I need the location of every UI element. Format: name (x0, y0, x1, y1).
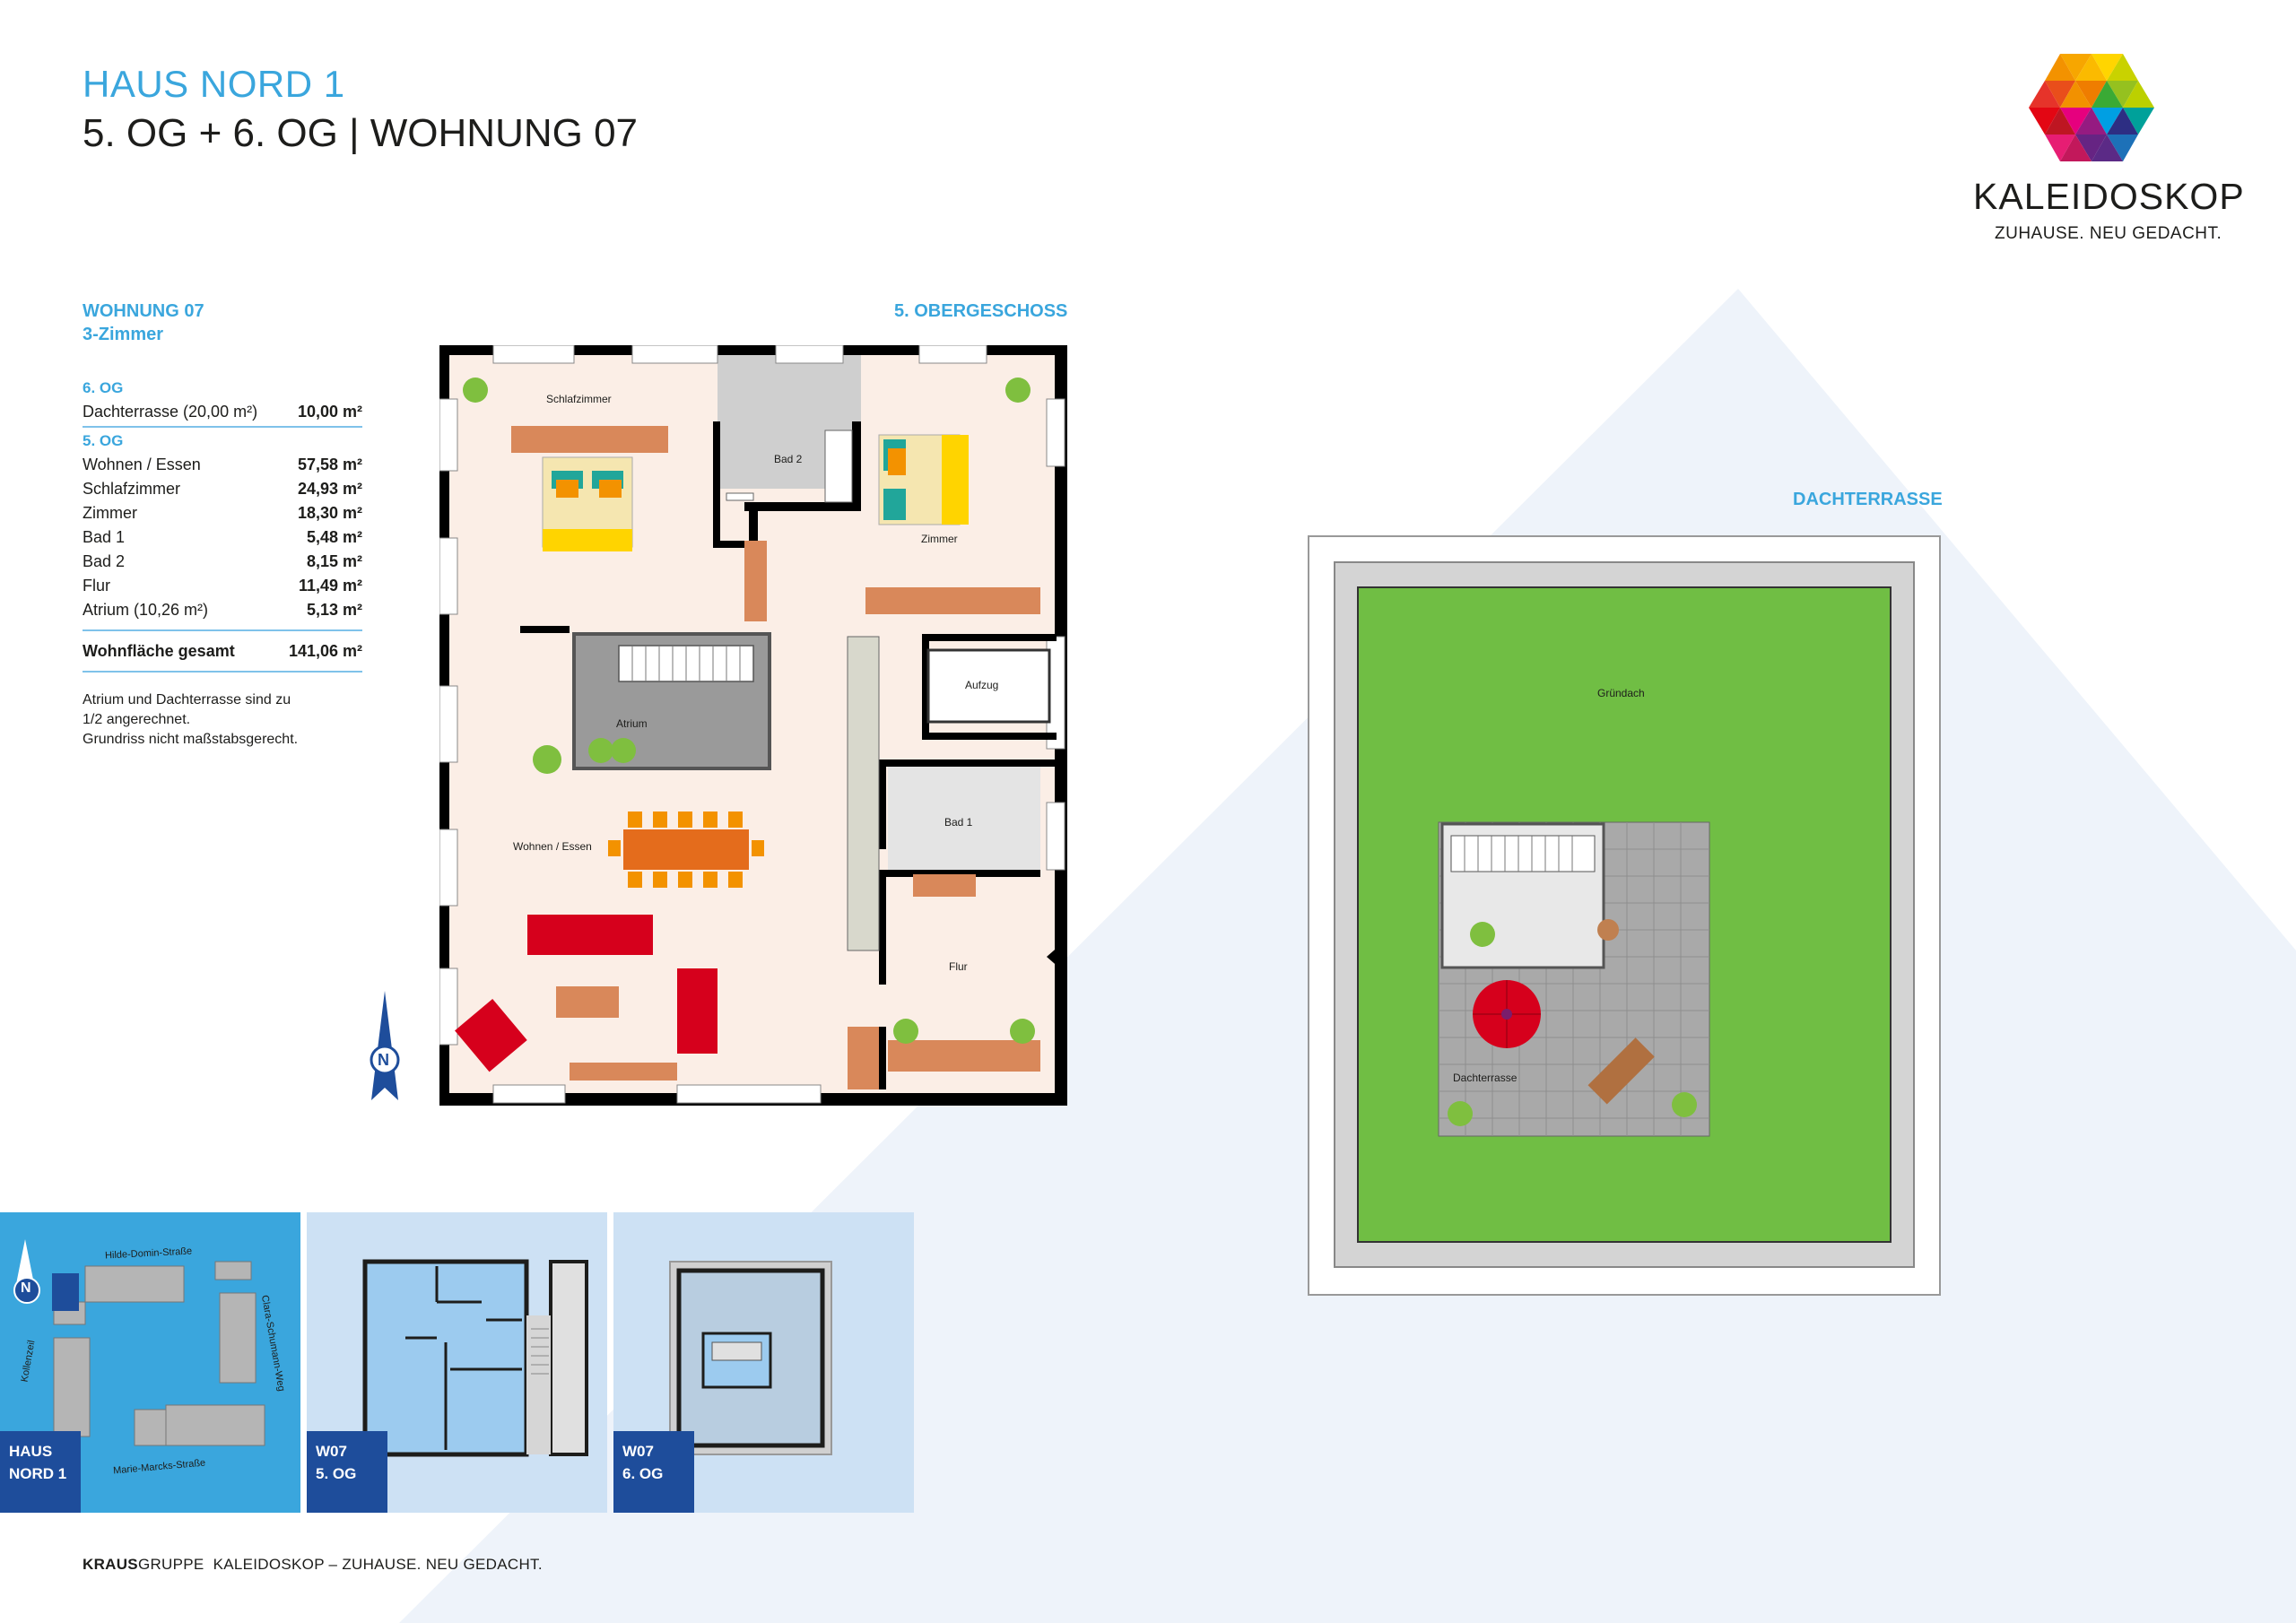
room-area: 10,00 m² (297, 403, 362, 421)
label-line: W07 (316, 1443, 347, 1460)
minimap-site-label: HAUS NORD 1 (0, 1431, 81, 1513)
label-line: 6. OG (622, 1465, 664, 1482)
site-plan-drawing (16, 1239, 265, 1446)
room-label-bad2: Bad 2 (774, 453, 803, 465)
minimap-og6: W07 6. OG (613, 1212, 914, 1513)
area-row: Flur 11,49 m² (83, 574, 362, 598)
room-label-wohnen: Wohnen / Essen (513, 840, 592, 853)
footer-text: KALEIDOSKOP – ZUHAUSE. NEU GEDACHT. (213, 1556, 543, 1573)
north-arrow-icon (370, 991, 400, 1100)
site-north-label: N (21, 1280, 31, 1296)
minimap-og5-label: W07 5. OG (307, 1431, 387, 1513)
room-label-bad1: Bad 1 (944, 816, 973, 829)
og5-outline-drawing (362, 1259, 588, 1457)
unit-title: 5. OG + 6. OG | WOHNUNG 07 (83, 111, 639, 155)
floor-plan-5og (439, 345, 1067, 1106)
divider (83, 426, 362, 428)
note-line: 1/2 angerechnet. (83, 712, 191, 727)
plan6-heading: DACHTERRASSE (1793, 490, 1943, 509)
footer: KRAUSGRUPPE KALEIDOSKOP – ZUHAUSE. NEU G… (83, 1556, 543, 1574)
area-row: Wohnen / Essen 57,58 m² (83, 453, 362, 477)
area-row: Zimmer 18,30 m² (83, 501, 362, 525)
label-gruendach: Gründach (1597, 687, 1645, 699)
area-row: Bad 2 8,15 m² (83, 550, 362, 574)
footer-brand-bold: KRAUS (83, 1556, 138, 1573)
area-row: Schlafzimmer 24,93 m² (83, 477, 362, 501)
room-area: 8,15 m² (306, 552, 362, 570)
room-area: 5,48 m² (306, 528, 362, 546)
area-row: Atrium (10,26 m²) 5,13 m² (83, 598, 362, 622)
note-line: Atrium und Dachterrasse sind zu (83, 692, 291, 707)
room-name: Bad 1 (83, 528, 126, 546)
room-label-flur: Flur (949, 960, 968, 973)
room-area: 18,30 m² (297, 504, 362, 522)
logo-tagline: ZUHAUSE. NEU GEDACHT. (1995, 224, 2222, 243)
label-dachterrasse: Dachterrasse (1453, 1072, 1518, 1084)
note-line: Grundriss nicht maßstabsgerecht. (83, 732, 299, 747)
room-label-atrium: Atrium (616, 717, 648, 730)
room-name: Dachterrasse (20,00 m²) (83, 403, 258, 421)
room-name: Wohnen / Essen (83, 456, 201, 473)
total-label: Wohnfläche gesamt (83, 642, 235, 660)
logo-name: KALEIDOSKOP (1973, 176, 2245, 217)
room-area: 57,58 m² (297, 456, 362, 473)
minimap-og6-label: W07 6. OG (613, 1431, 694, 1513)
area-table: 6. OG Dachterrasse (20,00 m²) 10,00 m² 5… (83, 377, 362, 674)
total-row: Wohnfläche gesamt 141,06 m² (83, 633, 362, 669)
area-row: Bad 1 5,48 m² (83, 525, 362, 550)
minimap-site: N Hilde-Domin-Straße Clara-Schumann-Weg … (0, 1212, 300, 1513)
label-line: HAUS (9, 1443, 53, 1460)
room-name: Flur (83, 577, 110, 595)
og6-outline-drawing (669, 1261, 832, 1455)
room-name: Atrium (10,26 m²) (83, 601, 209, 619)
notes: Atrium und Dachterrasse sind zu 1/2 ange… (83, 690, 378, 750)
room-area: 24,93 m² (297, 480, 362, 498)
north-label: N (378, 1051, 389, 1069)
room-name: Schlafzimmer (83, 480, 181, 498)
site-north-icon (13, 1277, 40, 1304)
room-area: 5,13 m² (306, 601, 362, 619)
total-value: 141,06 m² (288, 642, 362, 660)
unit-rooms: 3-Zimmer (83, 325, 164, 344)
divider (83, 629, 362, 631)
kaleidoskop-logo-icon (2029, 54, 2154, 161)
room-label-zimmer: Zimmer (921, 533, 958, 545)
room-label-aufzug: Aufzug (965, 679, 999, 691)
room-area: 11,49 m² (298, 577, 362, 595)
room-name: Zimmer (83, 504, 137, 522)
label-line: 5. OG (316, 1465, 357, 1482)
area-row: Dachterrasse (20,00 m²) 10,00 m² (83, 400, 362, 424)
label-line: W07 (622, 1443, 654, 1460)
section-og5-label: 5. OG (83, 432, 124, 449)
room-label-schlafzimmer: Schlafzimmer (546, 393, 612, 405)
section-og6-label: 6. OG (83, 379, 124, 396)
roof-plan-6og (1308, 535, 1941, 1296)
room-name: Bad 2 (83, 552, 126, 570)
plan5-heading: 5. OBERGESCHOSS (894, 301, 1068, 321)
divider (83, 671, 362, 673)
label-line: NORD 1 (9, 1465, 67, 1482)
unit-name: WOHNUNG 07 (83, 301, 204, 321)
footer-brand-rest: GRUPPE (137, 1556, 204, 1573)
building-title: HAUS NORD 1 (83, 63, 345, 105)
minimap-og5: W07 5. OG (307, 1212, 607, 1513)
